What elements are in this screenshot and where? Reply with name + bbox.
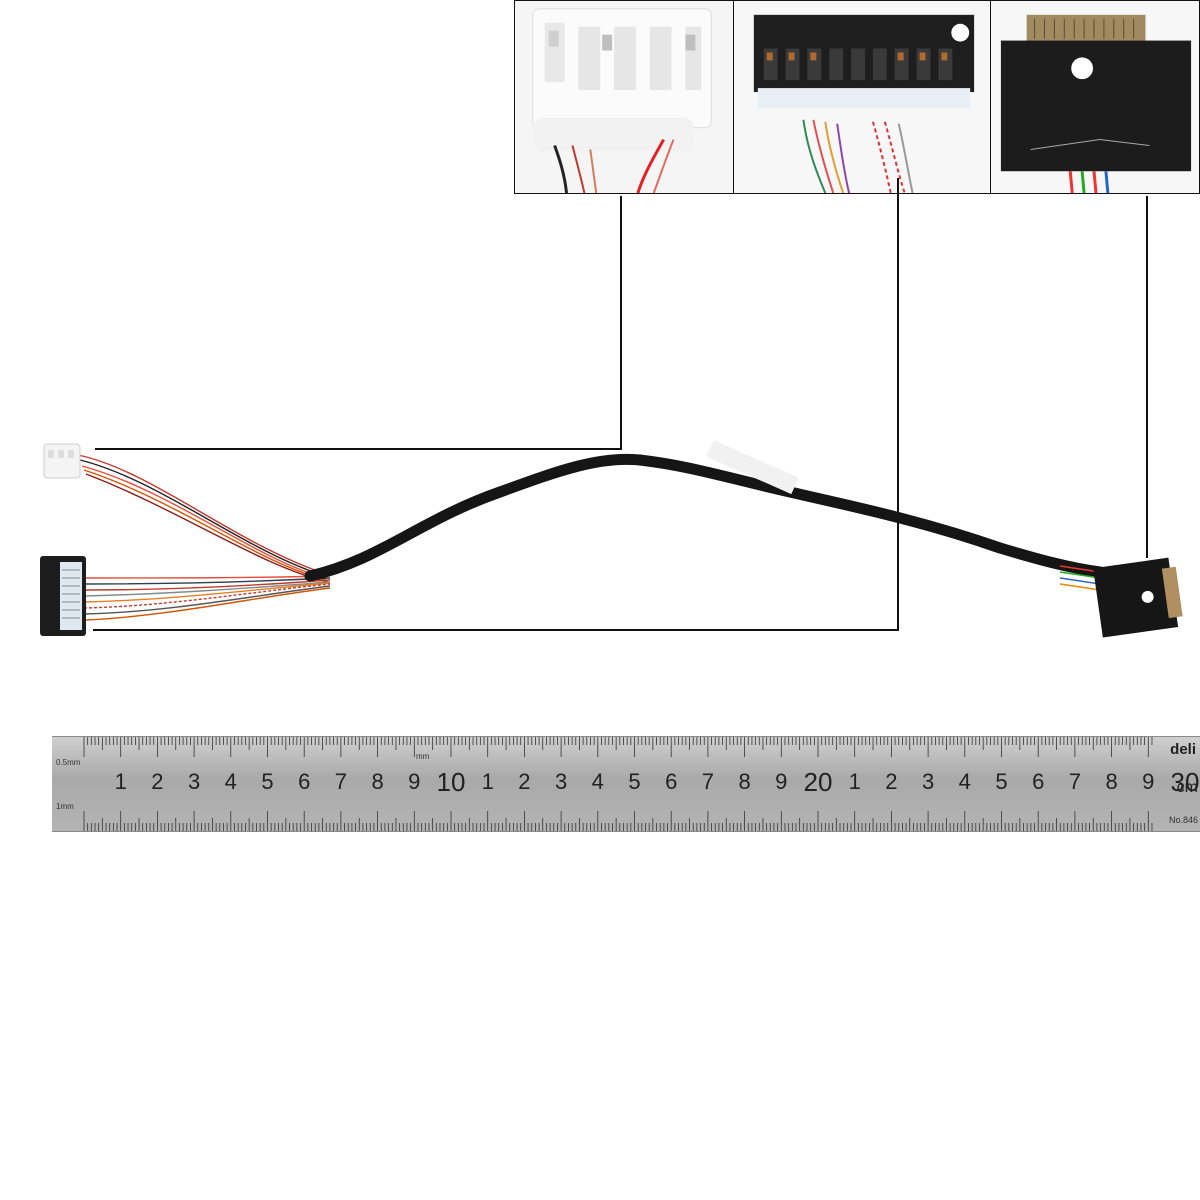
ruler-number-label: 8	[371, 769, 384, 794]
ruler-number-label: 8	[738, 769, 751, 794]
ruler-number-label: 4	[958, 769, 971, 794]
ruler-number-label: 1	[481, 769, 494, 794]
ruler-number-label: 5	[995, 769, 1008, 794]
ruler-number-label: 3	[921, 769, 935, 794]
ruler-number-label: 20	[803, 767, 833, 797]
ruler-number-label: 6	[1032, 769, 1045, 794]
ruler-number-label: 1	[114, 769, 127, 794]
ruler-number-label: 2	[151, 769, 164, 794]
white-connector-closeup	[514, 0, 734, 194]
ruler-number-label: 30	[1170, 767, 1200, 797]
black-connector	[40, 556, 86, 636]
ruler-number-label: 9	[775, 769, 788, 794]
leader-line-black-connector	[93, 178, 899, 631]
main-cable	[304, 453, 1106, 582]
ruler-scale-bottom: 1mm	[56, 802, 74, 811]
ruler-number-label: 1	[848, 769, 861, 794]
ruler-model-number: No.846	[1168, 815, 1198, 825]
ruler-number-label: 9	[408, 769, 421, 794]
ruler-ticks	[83, 737, 1153, 831]
ruler-number-label: 6	[298, 769, 311, 794]
taped-connector	[1093, 557, 1183, 638]
ruler-number-label: 4	[591, 769, 604, 794]
ruler-number-label: 2	[518, 769, 531, 794]
ruler-number-label: 3	[554, 769, 568, 794]
ruler-number-label: 5	[261, 769, 274, 794]
ruler-number-label: 8	[1105, 769, 1118, 794]
ruler-number-label: 7	[334, 769, 348, 794]
white-connector	[43, 443, 81, 479]
ruler-number-label: 10	[436, 767, 466, 797]
ruler-number-label: 9	[1142, 769, 1155, 794]
ruler-number-label: 7	[1068, 769, 1082, 794]
ruler-number-label: 3	[187, 769, 201, 794]
leader-line-white-connector	[95, 196, 622, 450]
ruler-scale-top: 0.5mm	[56, 758, 81, 767]
ruler-number-label: 4	[224, 769, 237, 794]
taped-connector-closeup	[990, 0, 1200, 194]
ruler-brand-logo: deli	[1170, 741, 1196, 758]
ruler-number-label: 2	[885, 769, 898, 794]
ruler-number-label: 7	[701, 769, 715, 794]
ruler-number-label: 5	[628, 769, 641, 794]
ruler-unit: cm	[1176, 779, 1198, 796]
ruler-mm-marker: mm	[416, 752, 430, 761]
black-connector-closeup	[733, 0, 991, 194]
ruler-number-label: 6	[665, 769, 678, 794]
